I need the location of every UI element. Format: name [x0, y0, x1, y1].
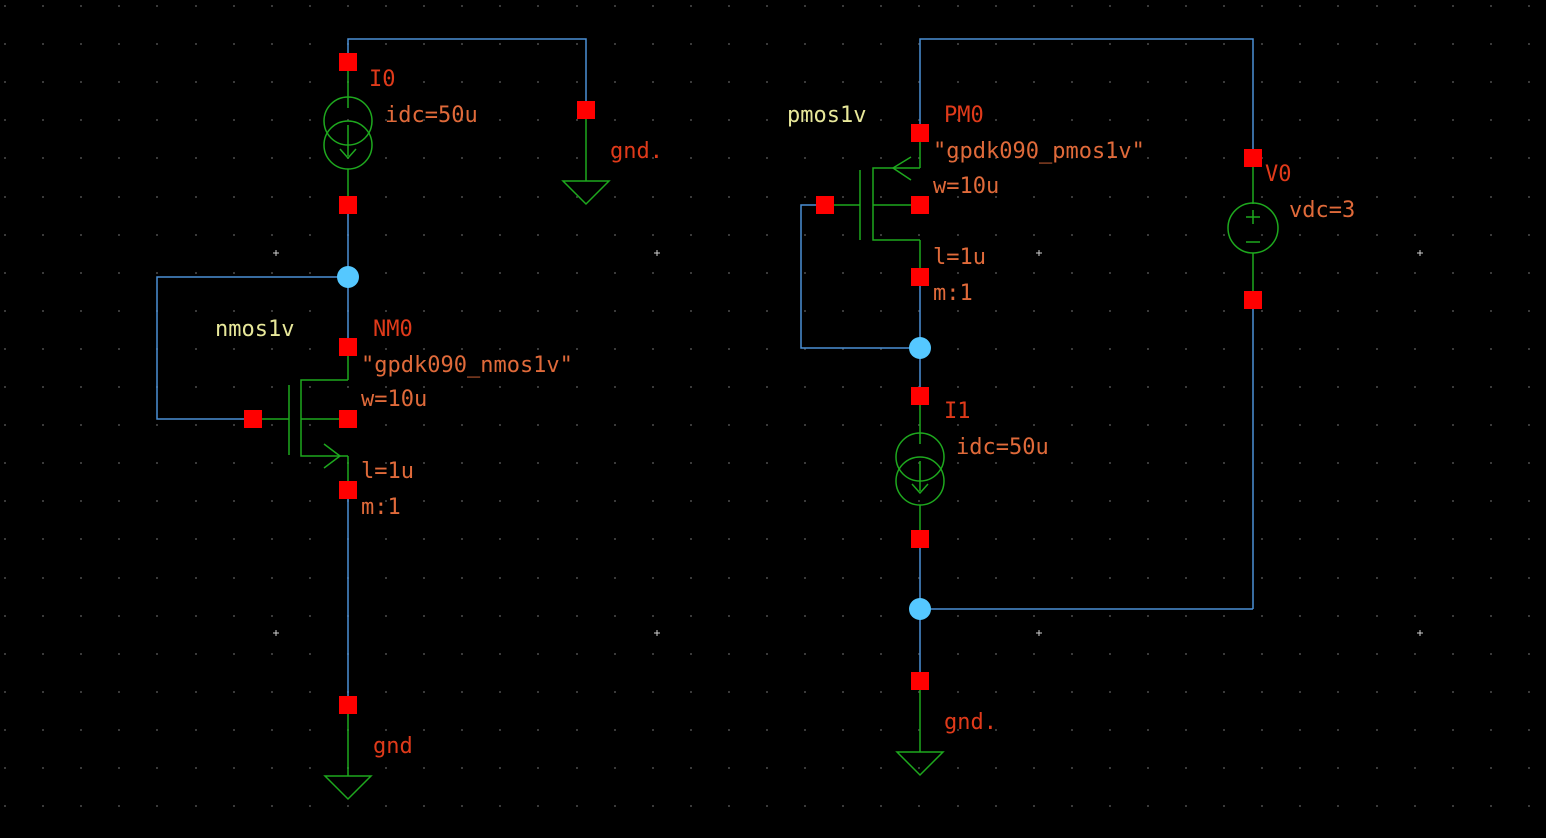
pin-nm0-source[interactable] — [339, 481, 357, 499]
nm0-length-label: l=1u — [361, 459, 414, 484]
pm0-width-label: w=10u — [933, 174, 999, 199]
pin-pm0-source[interactable] — [911, 124, 929, 142]
junction-dot[interactable] — [909, 337, 931, 359]
pin-pm0-bulk[interactable] — [911, 196, 929, 214]
pm0-length-label: l=1u — [933, 245, 986, 270]
ground-icon[interactable] — [561, 110, 611, 206]
nmos-transistor-icon[interactable] — [253, 347, 349, 490]
pins — [244, 53, 1262, 714]
current-source-icon[interactable] — [323, 62, 373, 205]
wire-pm0-gate-feedback[interactable] — [800, 204, 920, 349]
nm0-width-label: w=10u — [361, 387, 427, 412]
i1-idc-label: idc=50u — [956, 435, 1049, 460]
pin-nm0-gate[interactable] — [244, 410, 262, 428]
pm0-cell-label: pmos1v — [787, 103, 866, 128]
ground-icon[interactable] — [895, 681, 945, 777]
pm0-model-label: "gpdk090_pmos1v" — [933, 139, 1145, 164]
pin-gnd-right[interactable] — [911, 672, 929, 690]
i1-instance-label: I1 — [944, 399, 971, 424]
pin-nm0-bulk[interactable] — [339, 410, 357, 428]
pin-i1-minus[interactable] — [911, 530, 929, 548]
junction-dot[interactable] — [909, 598, 931, 620]
pin-v0-plus[interactable] — [1244, 149, 1262, 167]
i0-idc-label: idc=50u — [385, 103, 478, 128]
v0-vdc-label: vdc=3 — [1289, 198, 1355, 223]
pin-gnd-top[interactable] — [577, 101, 595, 119]
wire-i0-to-gnd[interactable] — [347, 38, 587, 110]
wire-nm0-gate-feedback[interactable] — [156, 276, 348, 420]
junction-dot[interactable] — [337, 266, 359, 288]
i0-instance-label: I0 — [369, 67, 396, 92]
nm0-model-label: "gpdk090_nmos1v" — [361, 353, 573, 378]
wires — [156, 38, 1254, 705]
pmos-transistor-icon[interactable] — [825, 133, 921, 277]
pin-nm0-drain[interactable] — [339, 338, 357, 356]
nm0-instance-label: NM0 — [373, 317, 413, 342]
pin-i0-minus[interactable] — [339, 196, 357, 214]
gnd-left-label: gnd — [373, 734, 413, 759]
grid-dots — [4, 5, 1530, 807]
ground-icon[interactable] — [323, 705, 373, 801]
pin-pm0-gate[interactable] — [816, 196, 834, 214]
gnd-right-label: gnd. — [944, 710, 997, 735]
gnd-top-label: gnd. — [610, 139, 663, 164]
pin-pm0-drain[interactable] — [911, 268, 929, 286]
nm0-cell-label: nmos1v — [215, 317, 294, 342]
current-source-icon[interactable] — [895, 396, 945, 539]
pin-v0-minus[interactable] — [1244, 291, 1262, 309]
pm0-multiplier-label: m:1 — [933, 281, 973, 306]
pin-gnd-left[interactable] — [339, 696, 357, 714]
pm0-instance-label: PM0 — [944, 103, 984, 128]
v0-instance-label: V0 — [1265, 162, 1292, 187]
pin-i0-plus[interactable] — [339, 53, 357, 71]
pin-i1-plus[interactable] — [911, 387, 929, 405]
wire-pm0-to-v0-top[interactable] — [919, 38, 1254, 158]
nm0-multiplier-label: m:1 — [361, 495, 401, 520]
